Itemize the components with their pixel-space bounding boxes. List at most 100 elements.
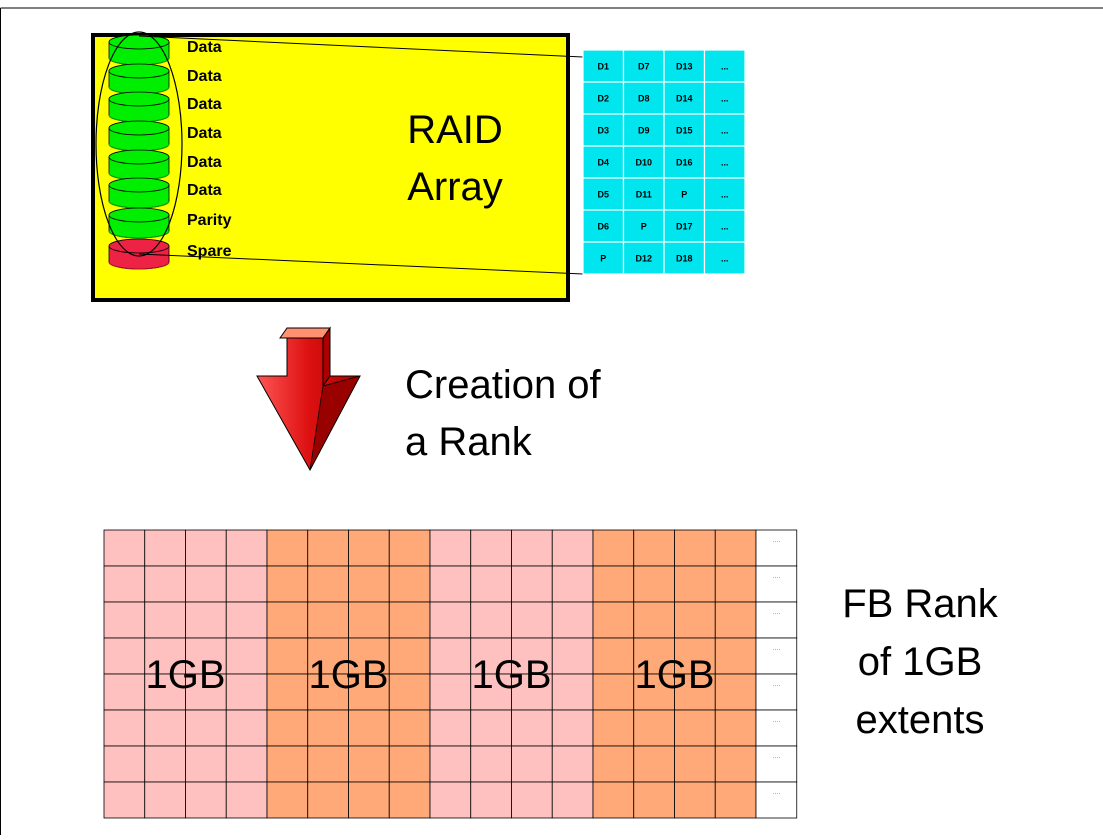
stripe-cell-label: D7 <box>638 62 650 72</box>
rank-overflow-cell <box>755 781 798 819</box>
rank-overflow-cell <box>755 637 798 675</box>
rank-overflow-marker: .... <box>772 573 780 580</box>
zoom-line-top <box>138 35 584 58</box>
rank-cell <box>511 601 553 639</box>
rank-cell <box>348 637 390 675</box>
rank-cell <box>388 709 431 747</box>
rank-cell <box>592 601 635 639</box>
rank-cell <box>551 709 594 747</box>
rank-cell <box>185 529 227 567</box>
rank-cell <box>307 565 349 603</box>
rank-cell <box>429 565 472 603</box>
rank-cell <box>266 709 309 747</box>
rank-cell <box>592 565 635 603</box>
arrow-label-line1: Creation of <box>405 363 602 407</box>
rank-cell <box>674 781 716 819</box>
raid-label-line2: Array <box>407 165 503 209</box>
rank-cell <box>348 565 390 603</box>
stripe-cell-label: P <box>641 222 647 232</box>
rank-cell <box>144 601 186 639</box>
stripe-cell <box>622 177 665 211</box>
rank-overflow-cell <box>755 601 798 639</box>
rank-cell <box>674 601 716 639</box>
rank-cell <box>714 565 757 603</box>
stripe-cell <box>703 113 746 147</box>
rank-cell <box>225 637 268 675</box>
rank-cell <box>714 781 757 819</box>
rank-cell <box>592 529 635 567</box>
rank-overflow-marker: .... <box>772 789 780 796</box>
rank-overflow-cell <box>755 745 798 783</box>
rank-overflow-marker: .... <box>772 645 780 652</box>
rank-cell <box>103 781 146 819</box>
disk-data-icon <box>108 149 170 181</box>
stripe-cell-label: D9 <box>638 126 650 136</box>
rank-cell <box>185 709 227 747</box>
rank-label-line1: FB Rank <box>842 582 999 626</box>
rank-cell <box>266 745 309 783</box>
stripe-cell-label: P <box>681 190 687 200</box>
rank-cell <box>470 673 512 711</box>
rank-cell <box>714 709 757 747</box>
rank-cell <box>511 781 553 819</box>
rank-cell <box>144 565 186 603</box>
rank-cell <box>714 529 757 567</box>
rank-cell <box>348 781 390 819</box>
rank-cell <box>103 709 146 747</box>
rank-cell <box>348 745 390 783</box>
disk-label: Data <box>187 39 222 56</box>
extent-label: 1GB <box>145 653 225 697</box>
rank-cell <box>511 673 553 711</box>
rank-overflow-cell <box>755 565 798 603</box>
rank-cell <box>307 529 349 567</box>
stripe-cell-label: ... <box>721 94 729 104</box>
rank-cell <box>388 637 431 675</box>
stripe-cell-label: D6 <box>597 222 609 232</box>
rank-label-line2: of 1GB <box>858 640 983 684</box>
rank-overflow-cell <box>755 673 798 711</box>
rank-cell <box>551 529 594 567</box>
stripe-cell-label: D10 <box>635 158 652 168</box>
stripe-cell-label: ... <box>721 158 729 168</box>
disk-label: Data <box>187 154 222 171</box>
stripe-cell <box>622 145 665 179</box>
disk-data-icon <box>108 177 170 209</box>
rank-cell <box>225 781 268 819</box>
rank-cell <box>307 601 349 639</box>
rank-cell <box>551 565 594 603</box>
disk-data-icon <box>108 91 170 123</box>
stripe-cell-label: P <box>600 254 606 264</box>
rank-cell <box>144 673 186 711</box>
rank-cell <box>551 637 594 675</box>
rank-cell <box>103 745 146 783</box>
extent-label: 1GB <box>634 653 714 697</box>
rank-cell <box>348 601 390 639</box>
stripe-cell-label: D18 <box>676 254 693 264</box>
disk-label: Parity <box>187 212 232 229</box>
disk-label: Data <box>187 68 222 85</box>
rank-cell <box>307 673 349 711</box>
stripe-cell-label: D11 <box>636 190 652 200</box>
rank-cell <box>185 637 227 675</box>
stripe-cell-label: ... <box>721 62 729 72</box>
disk-label: Spare <box>187 243 232 260</box>
stripe-cell <box>663 81 706 115</box>
rank-overflow-cell <box>755 709 798 747</box>
rank-cell <box>551 673 594 711</box>
rank-cell <box>103 601 146 639</box>
stripe-cell-label: D5 <box>597 190 609 200</box>
extent-label: 1GB <box>308 653 388 697</box>
rank-cell <box>429 709 472 747</box>
stripe-cell <box>703 177 746 211</box>
rank-cell <box>633 637 675 675</box>
rank-cell <box>633 745 675 783</box>
rank-cell <box>470 565 512 603</box>
rank-cell <box>511 565 553 603</box>
extent-label: 1GB <box>471 653 551 697</box>
rank-cell <box>388 781 431 819</box>
rank-cell <box>511 529 553 567</box>
stripe-cell <box>663 241 706 275</box>
rank-cell <box>511 745 553 783</box>
